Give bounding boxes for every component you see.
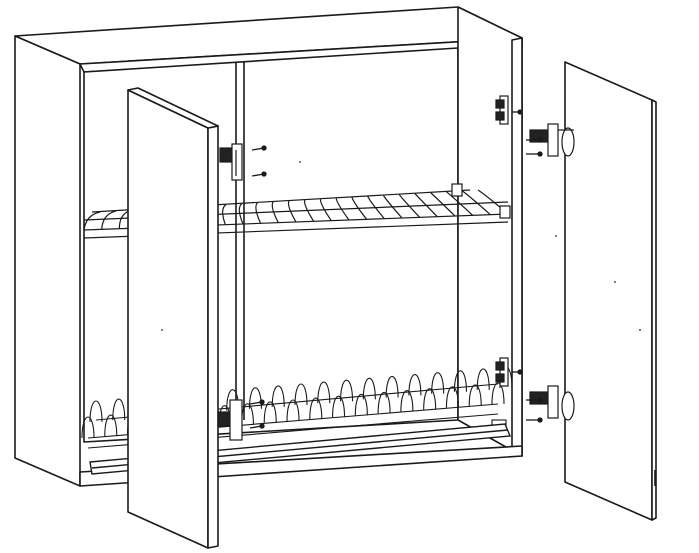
- lower-rack-plate-divider: [400, 390, 414, 412]
- lower-rack-plate-divider: [104, 414, 118, 437]
- upper-rack-wire: [255, 202, 262, 224]
- lower-rack-plate-divider-back: [340, 379, 354, 402]
- screw-head: [537, 397, 543, 403]
- lower-rack-plate-divider-back: [362, 378, 376, 400]
- left-door-edge: [207, 125, 219, 549]
- upper-rack-wire: [303, 199, 315, 222]
- lower-rack-plate-divider: [309, 397, 323, 420]
- lower-rack-plate-divider-back: [271, 385, 285, 407]
- screw-head: [517, 369, 523, 375]
- hinge-plate-right-top: [495, 95, 509, 125]
- lower-rack-plate-divider: [354, 394, 368, 416]
- screw-head: [259, 423, 265, 429]
- screw-head: [537, 137, 543, 143]
- lower-rack-plate-divider: [332, 395, 346, 418]
- upper-rack-wire: [398, 194, 421, 218]
- lower-rack-plate-divider: [81, 416, 95, 439]
- screw-head: [537, 151, 543, 157]
- cabinet: [14, 6, 523, 487]
- hinge-right-top: [529, 123, 575, 157]
- cabinet-left-side: [14, 35, 81, 487]
- lower-rack-plate-divider-back: [453, 370, 467, 392]
- lower-rack-plate-divider: [423, 388, 437, 410]
- upper-rack-wire: [83, 211, 101, 231]
- upper-rack-wire: [430, 192, 456, 217]
- hinge-plate-right-bottom: [495, 357, 509, 387]
- hinge-left-top: [219, 143, 243, 181]
- lower-rack-plate-divider-back: [431, 372, 445, 394]
- screw-head: [259, 399, 265, 405]
- upper-rack-wire: [382, 195, 403, 219]
- lower-rack-plate-divider: [286, 399, 300, 422]
- lower-rack-plate-divider: [377, 392, 391, 414]
- lower-rack-plate-divider: [491, 382, 505, 405]
- lower-rack-plate-divider: [445, 386, 459, 408]
- upper-rack-wire: [351, 197, 368, 220]
- lower-rack-plate-divider-back: [294, 383, 308, 406]
- right-door-face: [564, 61, 653, 521]
- hinge-right-bottom: [529, 385, 575, 421]
- screw-head: [517, 109, 523, 115]
- right-door: [564, 61, 657, 521]
- upper-rack-bracket: [499, 205, 511, 219]
- left-door: [127, 87, 219, 549]
- upper-rack-wire: [101, 210, 116, 230]
- lower-rack-plate-divider-back: [89, 400, 103, 423]
- upper-rack-wire: [222, 204, 227, 225]
- screw-head: [261, 171, 267, 177]
- upper-rack-wire: [461, 190, 491, 216]
- lower-rack-plate-divider: [263, 401, 277, 423]
- detail-marks: [161, 161, 641, 331]
- upper-rack-wire: [319, 199, 332, 222]
- upper-rack-wire: [414, 193, 438, 218]
- lower-rack-plate-divider-back: [385, 376, 399, 398]
- mounting-screws: [249, 109, 543, 429]
- lower-rack-plate-divider-back: [317, 381, 331, 404]
- lower-rack-plate-divider-back: [112, 398, 126, 421]
- hinge-left-bottom: [217, 399, 243, 441]
- left-door-face: [127, 89, 209, 549]
- lower-rack-plate-divider-back: [408, 374, 422, 396]
- lower-rack-plate-divider-back: [476, 368, 490, 390]
- screw-head: [537, 417, 543, 423]
- upper-rack-wire: [287, 200, 297, 223]
- upper-rack-wire: [271, 201, 279, 223]
- lower-rack-plate-divider: [468, 384, 482, 406]
- upper-rack-wire: [367, 196, 385, 220]
- upper-rack-wire: [335, 198, 350, 221]
- concealed-hinges: [217, 95, 575, 441]
- upper-rack-wire: [446, 191, 474, 216]
- right-door-edge: [651, 99, 657, 521]
- upper-rack-wire: [238, 203, 244, 225]
- upper-rack-bracket: [451, 183, 463, 197]
- screw-head: [261, 145, 267, 151]
